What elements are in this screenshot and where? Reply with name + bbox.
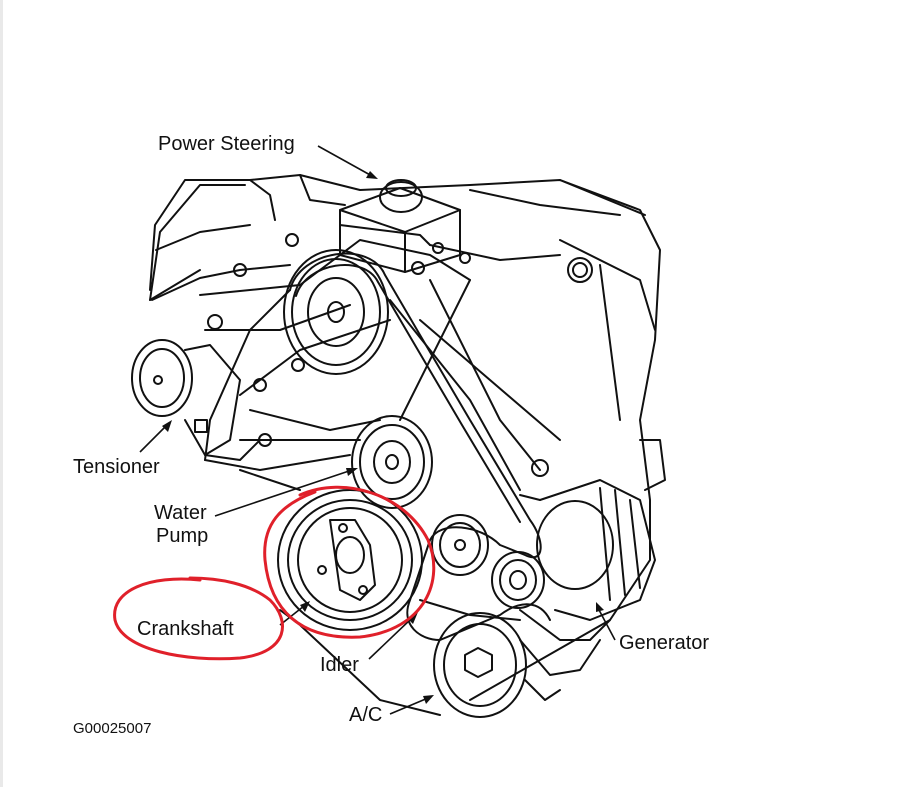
bracket-strut <box>199 239 471 296</box>
generator-body <box>539 479 656 621</box>
power-steering-pulley <box>283 249 389 375</box>
scan-edge <box>0 0 3 787</box>
label-pump: Pump <box>156 525 209 547</box>
leader-crankshaft <box>279 605 305 626</box>
leader-power-steering <box>317 145 373 177</box>
label-water: Water <box>154 502 207 524</box>
power-steering-reservoir <box>339 187 461 273</box>
engine-block-outline <box>149 174 661 701</box>
label-tensioner: Tensioner <box>73 456 160 478</box>
leader-tensioner <box>139 423 169 453</box>
crankshaft-label-circle-annotation <box>113 576 284 661</box>
ac-pulley <box>433 612 527 718</box>
label-crankshaft: Crankshaft <box>137 618 234 640</box>
arrowhead-water-pump <box>346 468 358 476</box>
arrowhead-tensioner <box>162 420 172 432</box>
label-ac: A/C <box>349 704 383 726</box>
leader-idler <box>368 617 413 660</box>
serpentine-belt <box>289 252 551 641</box>
arrowhead-power-steering <box>366 171 378 179</box>
leader-ac <box>389 697 429 715</box>
leader-water-pump <box>214 469 353 517</box>
label-idler: Idler <box>320 654 359 676</box>
arrowhead-generator <box>596 602 604 612</box>
arrowhead-ac <box>423 695 434 704</box>
reservoir-cap <box>379 181 423 213</box>
crankshaft-circle-annotation <box>263 485 436 639</box>
leader-generator <box>597 607 616 641</box>
label-power-steering: Power Steering <box>158 133 295 155</box>
tensioner-pulley <box>131 339 193 417</box>
figure-code: G00025007 <box>73 720 152 737</box>
idler-pulley-upper <box>431 514 489 576</box>
arrowhead-crankshaft <box>300 601 310 612</box>
water-pump-pulley <box>351 415 433 509</box>
valve-cover-edge <box>149 184 246 301</box>
crankshaft-pulley <box>277 489 423 631</box>
label-generator: Generator <box>619 632 710 654</box>
